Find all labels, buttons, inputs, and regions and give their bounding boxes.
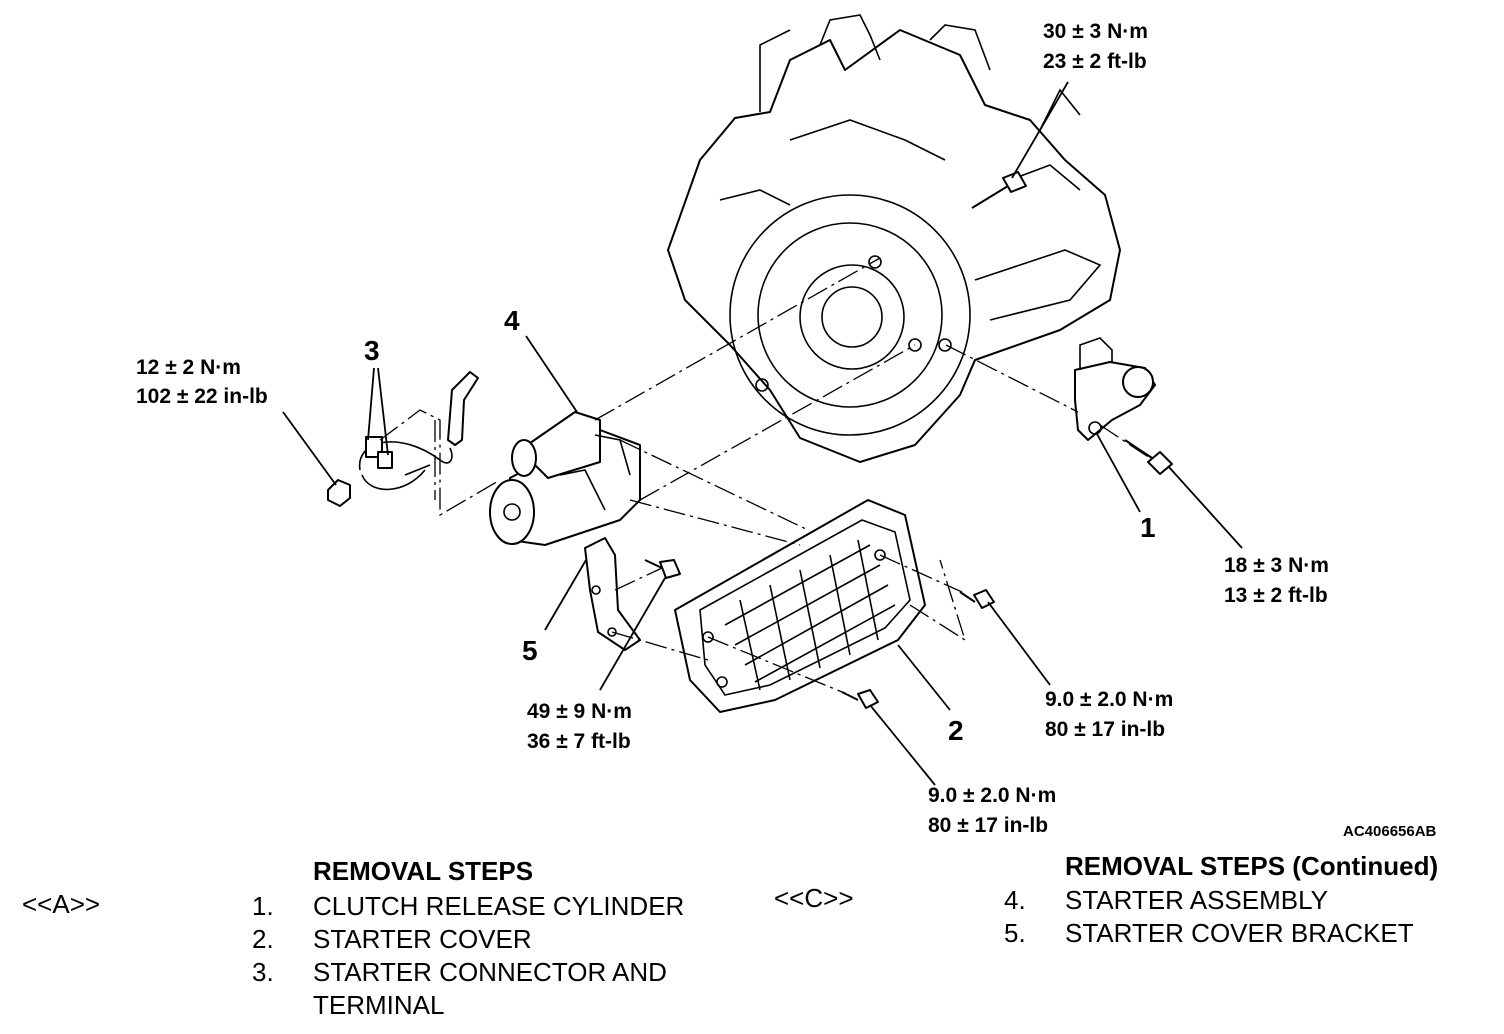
starter-cover-bracket	[584, 537, 641, 651]
clutch-cylinder-bolt	[1124, 439, 1173, 475]
step-3-text-cont: TERMINAL	[313, 990, 445, 1020]
step-3-text: STARTER CONNECTOR AND	[313, 957, 667, 987]
terminal-nut	[327, 479, 351, 507]
step-marker-c: <<C>>	[774, 883, 854, 913]
cover-bolt-bottom	[841, 689, 879, 709]
torque-6-imperial: 80 ± 17 in-lb	[928, 814, 1048, 837]
exploded-diagram: 30 ± 3 N·m 23 ± 2 ft-lb 12 ± 2 N·m 102 ±…	[136, 14, 1437, 840]
transmission-bolt	[971, 171, 1027, 209]
bracket-bolt	[644, 559, 681, 579]
figure-code: AC406656AB	[1343, 823, 1437, 840]
callout-4: 4	[504, 305, 520, 336]
torque-2-imperial: 102 ± 22 in-lb	[136, 385, 268, 408]
torque-3-nm: 18 ± 3 N·m	[1224, 554, 1329, 577]
callout-3: 3	[364, 335, 380, 366]
transmission-housing	[667, 14, 1121, 463]
step-4-text: STARTER ASSEMBLY	[1065, 885, 1328, 915]
torque-5-nm: 49 ± 9 N·m	[527, 700, 632, 723]
torque-1-imperial: 23 ± 2 ft-lb	[1043, 50, 1147, 73]
removal-steps-title: REMOVAL STEPS	[313, 856, 534, 886]
clutch-release-cylinder	[1074, 337, 1156, 441]
callout-2: 2	[948, 715, 964, 746]
step-2-num: 2.	[252, 924, 274, 954]
torque-4-nm: 9.0 ± 2.0 N·m	[1045, 688, 1173, 711]
step-5-num: 5.	[1004, 918, 1026, 948]
torque-6-nm: 9.0 ± 2.0 N·m	[928, 784, 1056, 807]
callout-5: 5	[522, 635, 538, 666]
torque-2-nm: 12 ± 2 N·m	[136, 356, 241, 379]
step-2-text: STARTER COVER	[313, 924, 532, 954]
callout-1: 1	[1140, 512, 1156, 543]
step-1-text: CLUTCH RELEASE CYLINDER	[313, 891, 685, 921]
starter-connector	[358, 371, 479, 491]
step-5-text: STARTER COVER BRACKET	[1065, 918, 1414, 948]
leader-lines	[282, 81, 1243, 786]
removal-steps-continued-title: REMOVAL STEPS (Continued)	[1065, 851, 1439, 881]
starter-assembly	[489, 411, 641, 546]
step-marker-a: <<A>>	[22, 889, 101, 919]
step-1-num: 1.	[252, 891, 274, 921]
torque-1-nm: 30 ± 3 N·m	[1043, 20, 1148, 43]
torque-4-imperial: 80 ± 17 in-lb	[1045, 718, 1165, 741]
step-4-num: 4.	[1004, 885, 1026, 915]
starter-cover	[674, 499, 926, 713]
step-3-num: 3.	[252, 957, 274, 987]
assembly-lines	[379, 257, 1151, 693]
torque-5-imperial: 36 ± 7 ft-lb	[527, 730, 631, 753]
torque-3-imperial: 13 ± 2 ft-lb	[1224, 584, 1328, 607]
cover-bolt-right	[959, 589, 995, 609]
